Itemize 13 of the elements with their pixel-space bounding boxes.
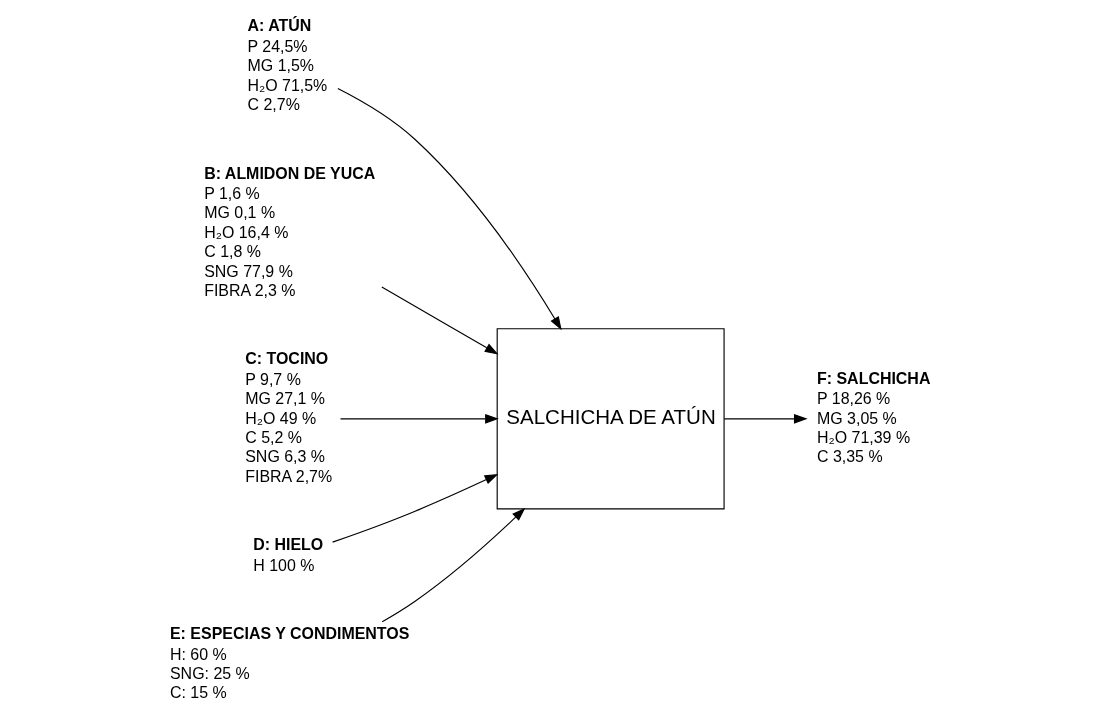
arrow: [339, 413, 499, 424]
node-text: F: SALCHICHA P 18,26 % MG 3,05 % H₂O 71,39 % C 3,35 %: [816, 369, 930, 465]
arrow: [331, 473, 498, 543]
arrow: [723, 413, 808, 424]
node-text: A: ATÚN P 24,5% MG 1,5% H₂O 71,5% C 2,7%: [247, 16, 327, 113]
node-text: B: ALMIDON DE YUCA P 1,6 % MG 0,1 % H₂O 16,4 % C 1,8 % SNG 77,9 % FIBRA 2,3 %: [203, 164, 375, 299]
node-text: E: ESPECIAS Y CONDIMENTOS H: 60 % SNG: 25 % C: 15 %: [169, 624, 409, 701]
node-box: SALCHICHA DE ATÚN: [496, 327, 725, 509]
arrow: [381, 507, 525, 622]
node-text: C: TOCINO P 9,7 % MG 27,1 % H₂O 49 % C 5,2 % SNG 6,3 % FIBRA 2,7%: [244, 349, 332, 485]
arrow: [336, 87, 562, 330]
arrow: [380, 285, 498, 355]
node-text: D: HIELO H 100 %: [252, 535, 323, 574]
